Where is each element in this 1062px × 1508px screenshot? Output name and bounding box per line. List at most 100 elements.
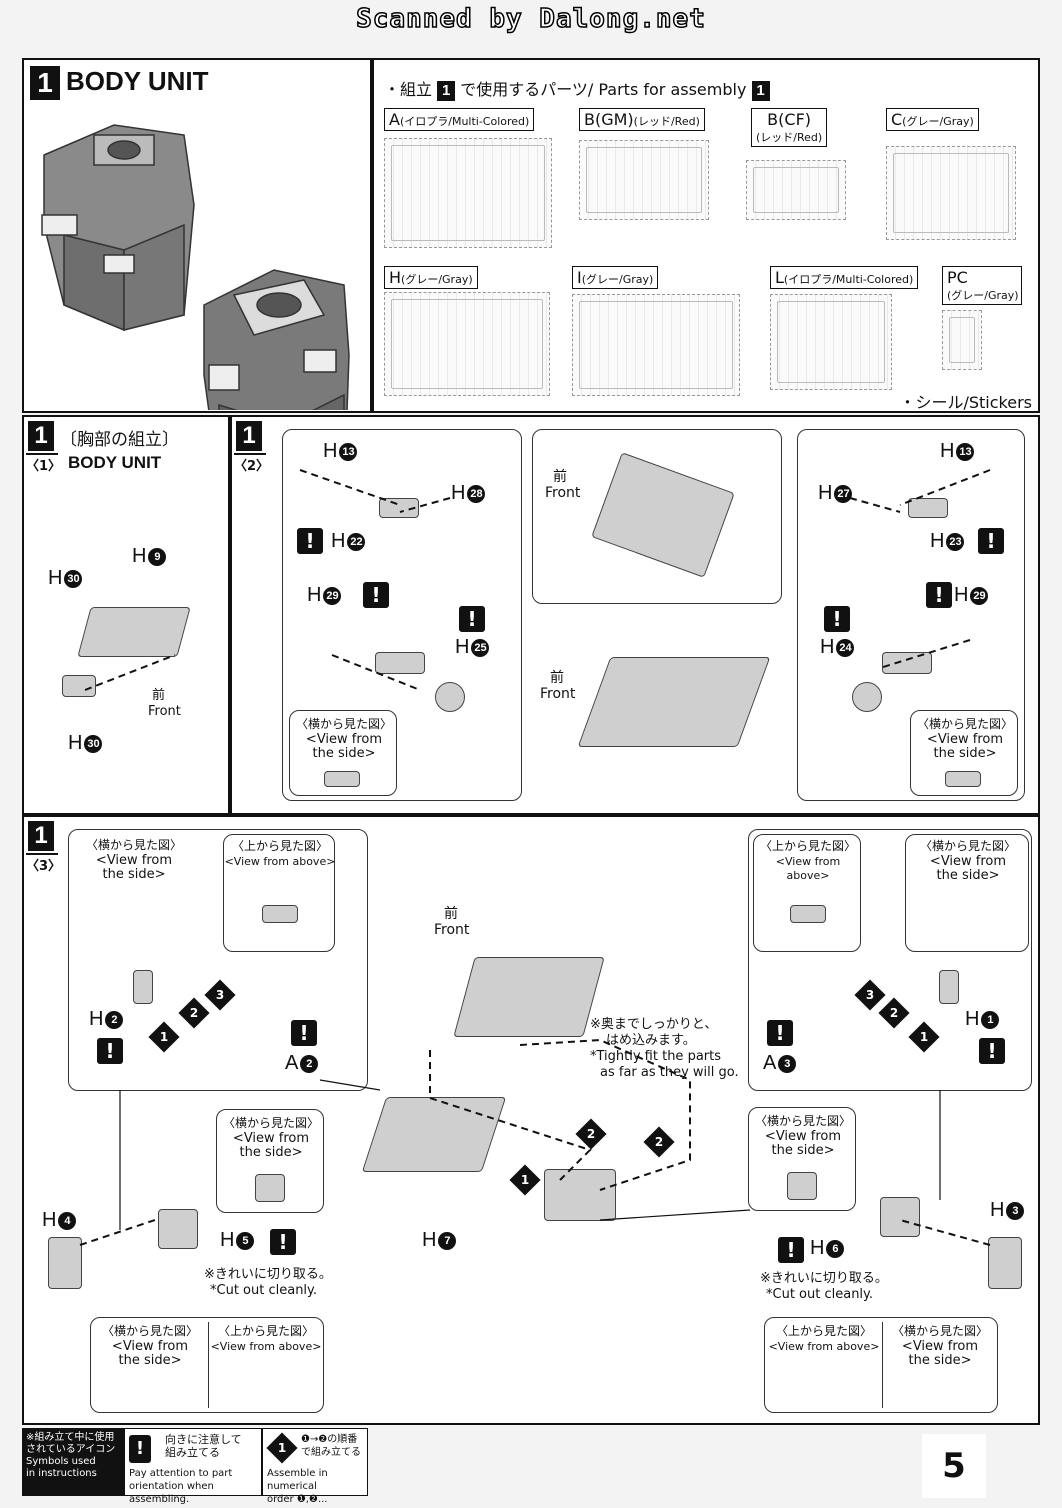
order-icon: 1 [266, 1432, 298, 1464]
above-view-part [262, 905, 298, 923]
above-view-label-en: <View from above> [775, 855, 841, 882]
part-label-b-cf: B(CF)(レッド/Red) [751, 108, 828, 147]
step-title-jp: 〔胸部の組立〕 [60, 430, 179, 449]
runner-b-gm [579, 140, 709, 220]
front-label-jp: 前 [550, 670, 564, 686]
runner-i [572, 294, 740, 396]
attention-icon: ! [129, 1435, 151, 1463]
side-view-label-jp: 〈横から見た図〉 [891, 1324, 988, 1338]
cut-cleanly-note: ※きれいに切り取る。 *Cut out cleanly. [760, 1271, 888, 1302]
part-label-a: A(イロプラ/Multi-Colored) [384, 108, 535, 131]
parts-header: ・組立 1 で使用するパーツ/ Parts for assembly 1 [384, 76, 770, 101]
above-view-label-en: <View from above> [210, 1340, 322, 1353]
front-label-jp: 前 [152, 688, 166, 703]
page-number: 5 [922, 1434, 986, 1498]
side-view-part [787, 1172, 817, 1200]
side-view-part [324, 771, 360, 787]
front-label-en: Front [540, 686, 576, 702]
section-title: BODY UNIT [66, 66, 209, 96]
part-label-i: I(グレー/Gray) [572, 266, 659, 289]
parts-header-badge-2: 1 [751, 81, 770, 101]
above-view-inset: 〈上から見た図〉 <View from above> [753, 834, 861, 952]
vent-part [939, 970, 959, 1004]
joint-part [375, 652, 425, 674]
scan-credit: Scanned by Dalong.net [355, 3, 706, 35]
attention-icon: ! [926, 582, 952, 608]
step-sub-label: 〈1〉 [26, 453, 61, 474]
inset-divider [208, 1322, 209, 1408]
front-label-jp: 前 [444, 906, 458, 922]
runner-pc [942, 310, 982, 370]
step-number: 1 [28, 821, 54, 851]
front-label-en: Front [148, 704, 181, 719]
above-view-label-jp: 〈上から見た図〉 [217, 1324, 314, 1338]
attention-icon: ! [767, 1020, 793, 1046]
part-label-pc: PC(グレー/Gray) [942, 266, 1022, 305]
parts-for-assembly-box: ・組立 1 で使用するパーツ/ Parts for assembly 1 A(イ… [372, 58, 1040, 413]
joint-part [852, 682, 882, 712]
runner-a [384, 138, 552, 248]
above-view-label-jp: 〈上から見た図〉 [759, 839, 856, 853]
hip-block-part [544, 1169, 616, 1221]
inset-divider [882, 1322, 883, 1408]
view-pair-inset-right: 〈上から見た図〉 <View from above> 〈横から見た図〉 <Vie… [764, 1317, 998, 1413]
step-sub-label: 〈2〉 [234, 453, 269, 474]
tight-fit-note: ※奥までしっかりと、 はめ込みます。 *Tightly fit the part… [590, 1017, 739, 1080]
side-view-label-jp: 〈横から見た図〉 [222, 1116, 319, 1130]
attention-icon: ! [270, 1229, 296, 1255]
section-number: 1 [30, 66, 60, 100]
joint-part [435, 682, 465, 712]
attention-icon: ! [291, 1020, 317, 1046]
above-view-label-jp: 〈上から見た図〉 [231, 839, 328, 853]
attention-icon: ! [363, 582, 389, 608]
side-view-label-jp: 〈横から見た図〉 [754, 1114, 851, 1128]
center-top-frame: 前 Front [532, 429, 782, 604]
step-sub-label: 〈3〉 [26, 853, 61, 874]
side-view-label-jp: 〈横から見た図〉 [295, 717, 392, 731]
right-vent-frame: 〈上から見た図〉 <View from above> 〈横から見た図〉 <Vie… [748, 829, 1032, 1091]
side-view-part [945, 771, 981, 787]
side-view-label-jp: 〈横から見た図〉 [916, 717, 1013, 731]
runner-b-cf [746, 160, 846, 220]
section-body-unit-overview: 1 BODY UNIT [22, 58, 372, 413]
cut-cleanly-note: ※きれいに切り取る。 *Cut out cleanly. [204, 1267, 332, 1298]
side-view-part [255, 1174, 285, 1202]
part-label-b-gm: B(GM)(レッド/Red) [579, 108, 705, 131]
vent-frame-part [880, 1197, 920, 1237]
part-label-c: C(グレー/Gray) [886, 108, 979, 131]
joint-part [908, 498, 948, 518]
body-unit-illustration [41, 124, 350, 410]
